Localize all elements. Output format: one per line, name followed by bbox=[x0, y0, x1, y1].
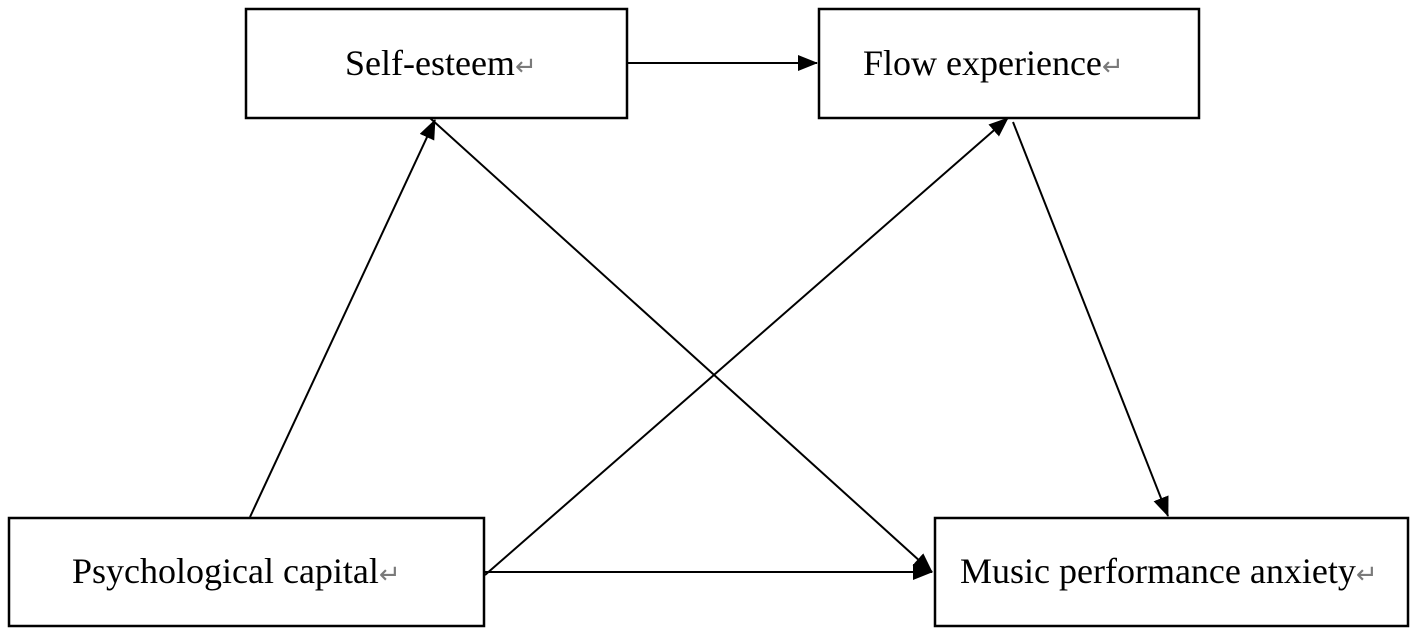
node-box bbox=[817, 7, 1201, 120]
paragraph-mark-icon: ↵ bbox=[1356, 560, 1378, 590]
node-psychological-capital: Psychological capital↵ bbox=[7, 516, 486, 628]
node-self-esteem: Self-esteem↵ bbox=[244, 7, 629, 120]
node-box bbox=[244, 7, 629, 120]
edge-flow-experience-to-music-performance-anxiety bbox=[1012, 121, 1169, 517]
edge-psychological-capital-to-flow-experience bbox=[484, 117, 1009, 576]
node-label: Music performance anxiety↵ bbox=[960, 551, 1378, 591]
node-label-text: Self-esteem bbox=[345, 43, 515, 83]
node-flow-experience: Flow experience↵ bbox=[817, 7, 1201, 120]
paragraph-mark-icon: ↵ bbox=[379, 560, 401, 590]
node-music-performance-anxiety: Music performance anxiety↵ bbox=[933, 516, 1410, 628]
paragraph-mark-icon: ↵ bbox=[515, 52, 537, 82]
node-label-text: Psychological capital bbox=[72, 551, 379, 591]
edge-psychological-capital-to-self-esteem bbox=[249, 119, 436, 518]
edges-group bbox=[249, 55, 1169, 580]
paragraph-mark-icon: ↵ bbox=[1102, 52, 1124, 82]
node-box bbox=[933, 516, 1410, 628]
node-label-text: Flow experience bbox=[863, 43, 1102, 83]
node-box bbox=[7, 516, 486, 628]
edge-self-esteem-to-music-performance-anxiety bbox=[429, 117, 933, 573]
node-label: Psychological capital↵ bbox=[72, 551, 401, 591]
node-label: Flow experience↵ bbox=[863, 43, 1124, 83]
node-label-text: Music performance anxiety bbox=[960, 551, 1356, 591]
node-label: Self-esteem↵ bbox=[345, 43, 537, 83]
